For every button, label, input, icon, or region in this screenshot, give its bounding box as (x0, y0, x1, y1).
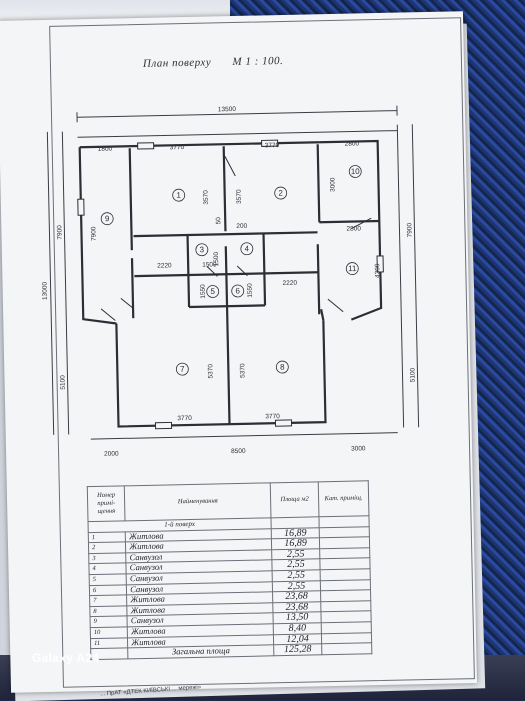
room-number-11: 11 (348, 264, 357, 273)
dim-line-rooms-top (77, 131, 397, 138)
dim-bottom-right: 3000 (351, 445, 366, 452)
floor-plan-sheet: План поверху М 1 : 100. (0, 11, 477, 693)
room-area-table: Номер примі-щення Найменування Площа м2 … (87, 480, 373, 660)
dim-line-top (77, 111, 397, 118)
room-number-1: 1 (176, 191, 181, 200)
dim-left-lower: 5100 (59, 375, 66, 390)
header-name: Найменування (125, 483, 272, 521)
header-number: Номер примі-щення (87, 486, 125, 522)
room-number-cell: 2 (88, 542, 125, 553)
camera-watermark: Galaxy A24 (32, 651, 99, 665)
room-number-cell: 3 (89, 553, 126, 564)
dim-room-9-height: 7900 (90, 226, 97, 241)
dim-corridor-right: 2220 (283, 280, 298, 287)
room-number-2: 2 (278, 188, 283, 197)
dim-room-10-width: 2800 (345, 140, 360, 147)
room-number-9: 9 (105, 214, 110, 223)
total-area: 125,28 (274, 644, 322, 656)
room-number-8: 8 (280, 362, 285, 371)
dim-room-5-height: 1550 (200, 284, 207, 299)
room-number-4: 4 (245, 244, 250, 253)
room-number-cell: 4 (89, 563, 126, 574)
dim-room-8-height: 5370 (239, 363, 246, 378)
table-header-row: Номер примі-щення Найменування Площа м2 … (87, 481, 369, 522)
dim-corridor-left: 2220 (157, 262, 172, 269)
dim-room-2-height: 3570 (236, 189, 243, 204)
dim-room-7-width: 3770 (177, 415, 192, 422)
dim-room-1-width: 3770 (170, 144, 185, 151)
windows (77, 138, 387, 430)
dim-room-6-height: 1550 (247, 283, 254, 298)
room-number-3: 3 (200, 245, 205, 254)
dim-line-bottom (91, 433, 398, 439)
room-number-cell: 11 (90, 637, 127, 648)
room-number-10: 10 (351, 167, 361, 176)
dim-top-overall: 13500 (218, 106, 237, 113)
dim-left-overall: 13000 (41, 281, 48, 300)
dim-room-7-height: 5370 (207, 364, 214, 379)
room-number-cell: 1 (88, 531, 125, 542)
dim-room-2-width: 3770 (265, 142, 280, 149)
dim-left-upper: 7900 (56, 225, 63, 240)
window (78, 199, 84, 215)
walls (80, 141, 384, 427)
dim-room-10-depth: 2800 (346, 225, 361, 232)
dim-room-10-height: 3000 (329, 177, 336, 192)
dim-room-8-width: 3770 (265, 413, 280, 420)
dim-right-upper: 7900 (406, 222, 413, 237)
room-number-cell: 8 (90, 606, 127, 617)
dim-bottom-mid: 8500 (231, 448, 246, 455)
room-number-cell: 5 (89, 574, 126, 585)
room-number-7: 7 (180, 365, 185, 374)
room-number-cell: 10 (90, 627, 127, 638)
dim-right-lower: 5100 (409, 367, 416, 382)
room-number-cell: 6 (89, 584, 126, 595)
header-category: Кат. приміщ. (318, 481, 369, 517)
dim-wall-200: 200 (236, 223, 247, 230)
window (138, 143, 154, 149)
room-number-5: 5 (210, 287, 215, 296)
dim-room-11-height: 4300 (374, 263, 381, 278)
dim-room-3-width: 1500 (202, 261, 217, 268)
header-area: Площа м2 (270, 482, 319, 518)
dim-bottom-left: 2000 (104, 450, 119, 457)
room-number-cell: 7 (90, 595, 127, 606)
dim-room-1-height: 3570 (203, 190, 210, 205)
floor-plan-drawing: 13500 1800 3770 3770 2800 3770 3770 2000… (0, 11, 473, 481)
room-number-cell: 9 (90, 616, 127, 627)
dim-wall-50: 50 (215, 217, 222, 225)
dim-room-9-width: 1800 (98, 146, 113, 153)
room-number-6: 6 (235, 286, 240, 295)
window (275, 420, 291, 426)
window (155, 422, 171, 428)
